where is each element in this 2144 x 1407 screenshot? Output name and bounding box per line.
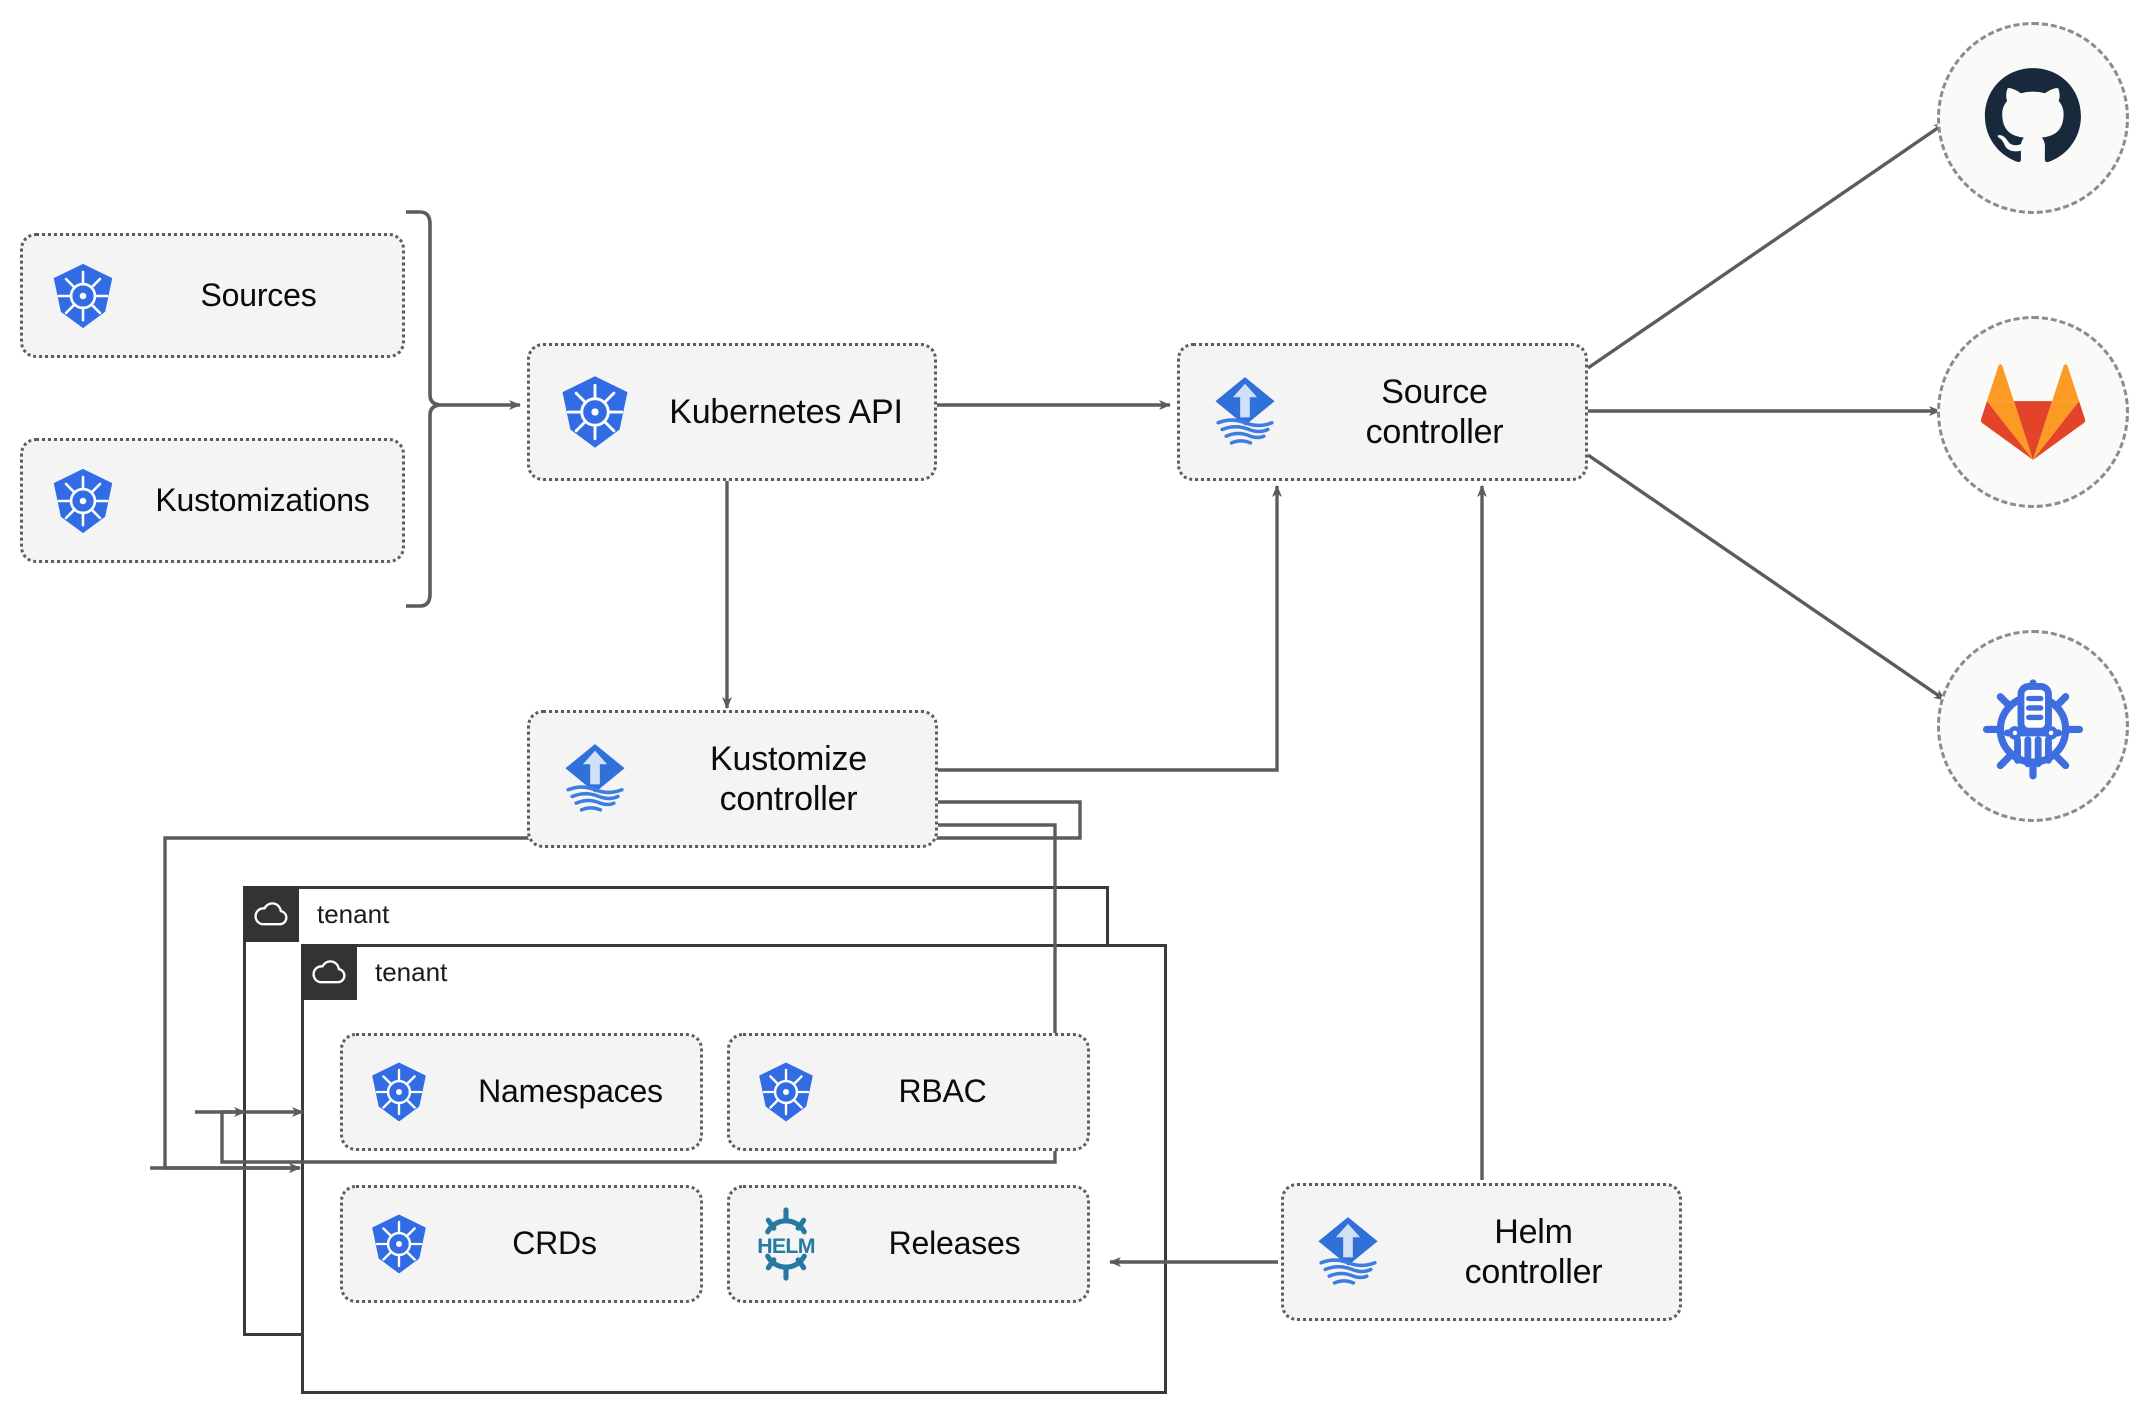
node-kustomize-controller-label: Kustomize controller <box>710 739 867 818</box>
helm-icon: HELM <box>730 1205 842 1283</box>
arrow-source-to-bucket <box>1587 453 1946 702</box>
node-kubernetes-api[interactable]: Kubernetes API <box>527 343 937 481</box>
tenant-front-header: tenant <box>301 944 447 1000</box>
card-rbac[interactable]: RBAC <box>727 1033 1090 1151</box>
card-rbac-label: RBAC <box>898 1073 987 1110</box>
flux-icon <box>1180 369 1310 455</box>
helm-repository-icon <box>1982 679 2084 780</box>
node-kubernetes-api-label: Kubernetes API <box>669 392 903 431</box>
provider-gitlab[interactable] <box>1937 316 2129 508</box>
arrow-source-to-github <box>1587 121 1946 370</box>
kubernetes-icon <box>343 1211 455 1277</box>
card-sources-label: Sources <box>200 276 317 313</box>
card-kustomizations[interactable]: Kustomizations <box>20 438 405 563</box>
kubernetes-icon <box>23 465 143 537</box>
tenant-back-header: tenant <box>243 886 389 942</box>
github-icon <box>1984 68 2081 163</box>
node-source-controller-label: Source controller <box>1365 372 1504 451</box>
tenant-back-label: tenant <box>317 898 390 929</box>
arrow-kustomize-to-source-controller <box>937 485 1282 772</box>
node-helm-controller-label: Helm controller <box>1464 1212 1603 1291</box>
card-kustomizations-label: Kustomizations <box>155 481 370 518</box>
cloud-icon <box>301 944 357 1000</box>
node-source-controller[interactable]: Source controller <box>1177 343 1588 481</box>
provider-helm-repository[interactable] <box>1937 630 2129 822</box>
card-releases[interactable]: HELM Releases <box>727 1185 1090 1303</box>
card-releases-label: Releases <box>888 1225 1021 1262</box>
kubernetes-icon <box>23 260 143 332</box>
card-crds[interactable]: CRDs <box>340 1185 703 1303</box>
flux-icon <box>530 736 660 822</box>
cloud-icon <box>243 886 299 942</box>
provider-github[interactable] <box>1937 22 2129 214</box>
flux-icon <box>1284 1209 1412 1295</box>
node-helm-controller[interactable]: Helm controller <box>1281 1183 1682 1321</box>
gitlab-icon <box>1980 364 2086 460</box>
kubernetes-icon <box>530 372 660 452</box>
tenant-front-label: tenant <box>375 956 448 987</box>
group-brace <box>406 210 443 608</box>
card-namespaces[interactable]: Namespaces <box>340 1033 703 1151</box>
kubernetes-icon <box>730 1059 842 1125</box>
card-crds-label: CRDs <box>512 1225 597 1262</box>
tenant-container-front[interactable]: tenant <box>301 944 1167 1394</box>
svg-text:HELM: HELM <box>757 1234 814 1258</box>
node-kustomize-controller[interactable]: Kustomize controller <box>527 710 938 848</box>
card-namespaces-label: Namespaces <box>478 1073 663 1110</box>
card-sources[interactable]: Sources <box>20 233 405 358</box>
kubernetes-icon <box>343 1059 455 1125</box>
